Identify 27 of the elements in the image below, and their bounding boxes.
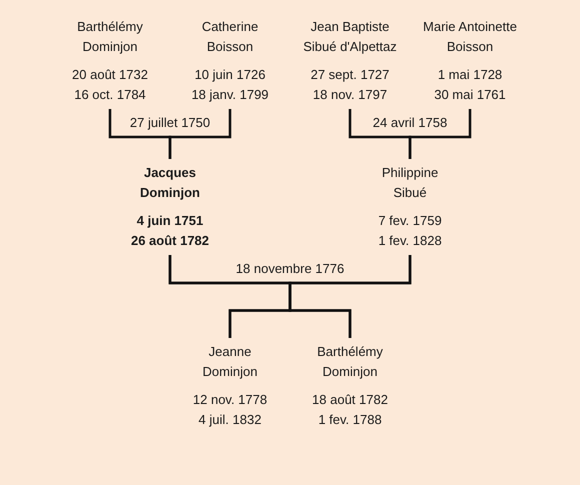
person-name: Jacques Dominjon <box>139 164 201 202</box>
date-text: 1 fev. 1828 <box>377 232 443 250</box>
person-name: Barthélémy Dominjon <box>76 18 144 56</box>
person-name: Philippine Sibué <box>380 164 440 202</box>
person-name: Barthélémy Dominjon <box>316 343 384 381</box>
person-name: Jeanne Dominjon <box>202 343 258 381</box>
tree-connector <box>408 109 472 159</box>
date-text: 20 août 1732 <box>71 66 149 84</box>
date-text: 18 janv. 1799 <box>190 86 270 104</box>
date-text: 30 mai 1761 <box>433 86 507 104</box>
date-text: 16 oct. 1784 <box>73 86 147 104</box>
date-text: 1 fev. 1788 <box>317 411 383 429</box>
person-name: Jean Baptiste Sibué d'Alpettaz <box>302 18 398 56</box>
person-name: Catherine Boisson <box>200 18 260 56</box>
date-text: 7 fev. 1759 <box>377 212 443 230</box>
date-text: 18 nov. 1797 <box>312 86 388 104</box>
date-text: 26 août 1782 <box>130 232 210 250</box>
tree-connector <box>168 109 232 159</box>
date-text: 4 juin 1751 <box>136 212 204 230</box>
person-name: Marie Antoinette Boisson <box>422 18 518 56</box>
date-text: 4 juil. 1832 <box>198 411 262 429</box>
date-text: 1 mai 1728 <box>436 66 504 84</box>
date-text: 10 juin 1726 <box>194 66 266 84</box>
date-text: 18 août 1782 <box>311 391 389 409</box>
date-text: 27 sept. 1727 <box>310 66 390 84</box>
tree-connector <box>288 255 412 338</box>
date-text: 12 nov. 1778 <box>192 391 268 409</box>
